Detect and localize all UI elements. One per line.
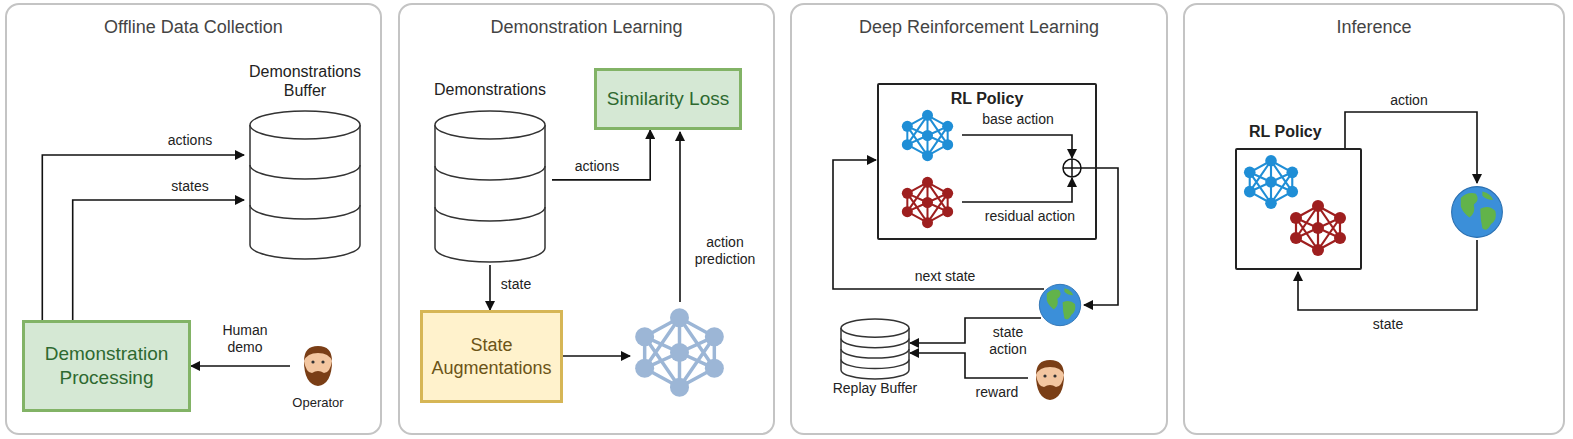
edge-label: actions — [160, 132, 220, 149]
stage-panel: Deep Reinforcement Learning RL PolicyRepl… — [790, 3, 1168, 435]
node-text: RL Policy — [1235, 122, 1362, 148]
annotation-label: reward — [970, 384, 1024, 401]
db-figure — [428, 110, 552, 263]
arrow — [962, 135, 1072, 158]
database-cylinder — [249, 110, 361, 260]
node-text: Similarity Loss — [607, 87, 729, 111]
database-node: Demonstrations Buffer — [244, 62, 366, 262]
node-text: Inference — [1185, 17, 1563, 38]
connector — [191, 365, 290, 367]
node-text: Replay Buffer — [830, 380, 920, 397]
arrow — [1298, 240, 1477, 310]
arrow — [1345, 112, 1477, 183]
annotation-label: action — [1384, 92, 1434, 109]
stage-panel: Inference RL Policy — [1183, 3, 1565, 435]
network-icon — [635, 308, 724, 397]
edge-label: Human demo — [213, 322, 277, 356]
annotation-label: action prediction — [688, 234, 762, 268]
db-figure — [830, 318, 920, 380]
operator-node: Operator — [290, 338, 346, 418]
process-box: Demonstration Processing — [22, 320, 191, 412]
database-cylinder — [434, 110, 546, 263]
human-icon — [1036, 360, 1064, 400]
node-text: Demonstrations Buffer — [244, 62, 366, 100]
annotation-label: residual action — [978, 208, 1082, 225]
db-label-area: Demonstrations — [428, 80, 552, 110]
connector — [489, 265, 491, 310]
process-box: State Augmentations — [420, 310, 563, 403]
node-text: Deep Reinforcement Learning — [792, 17, 1166, 38]
box-label: State Augmentations — [427, 334, 556, 380]
edge-label: actions — [568, 158, 626, 175]
node-text: State Augmentations — [427, 334, 556, 380]
base-network-icon — [902, 110, 953, 161]
arrow — [962, 178, 1072, 202]
node-text: Demonstrations — [428, 80, 552, 99]
node-text: Offline Data Collection — [7, 17, 380, 38]
residual-network-icon — [1290, 200, 1346, 256]
annotation-label: base action — [978, 111, 1058, 128]
arrow — [679, 132, 681, 302]
node-text: Operator — [290, 394, 346, 411]
person-figure — [298, 342, 338, 388]
box-label: Similarity Loss — [607, 87, 729, 111]
box-label: Demonstration Processing — [29, 342, 184, 390]
db-label-area: Demonstrations Buffer — [244, 62, 366, 110]
annotation-label: state action — [982, 324, 1034, 358]
base-network-icon — [1244, 155, 1298, 209]
edge-label: states — [162, 178, 218, 195]
arrow — [559, 355, 630, 357]
connector — [73, 200, 244, 320]
db-figure — [244, 110, 366, 260]
policy-box: RL Policy — [1235, 122, 1362, 270]
residual-network-icon — [902, 177, 953, 228]
connector — [42, 155, 244, 320]
database-cylinder — [840, 318, 910, 380]
annotation-label: state — [1366, 316, 1410, 333]
database-node: Replay Buffer — [830, 318, 920, 402]
connector — [552, 130, 650, 180]
environment-globe — [1452, 187, 1503, 238]
arrow — [833, 160, 1044, 289]
environment-globe — [1039, 284, 1080, 325]
stage-panel: Demonstration LearningDemonstrations Simi… — [398, 3, 775, 435]
edge-label: state — [496, 276, 536, 293]
node-text: RL Policy — [879, 85, 1095, 109]
arrow — [1081, 168, 1118, 305]
person-icon — [290, 342, 346, 388]
annotation-label: next state — [905, 268, 985, 285]
sum-symbol — [1063, 159, 1081, 177]
stage-panel: Offline Data CollectionDemonstrations Bu… — [5, 3, 382, 435]
database-node: Demonstrations — [428, 80, 552, 265]
node-text: Demonstration Processing — [29, 342, 184, 390]
policy-outline — [1235, 148, 1362, 270]
node-text: Demonstration Learning — [400, 17, 773, 38]
process-box: Similarity Loss — [594, 68, 742, 130]
